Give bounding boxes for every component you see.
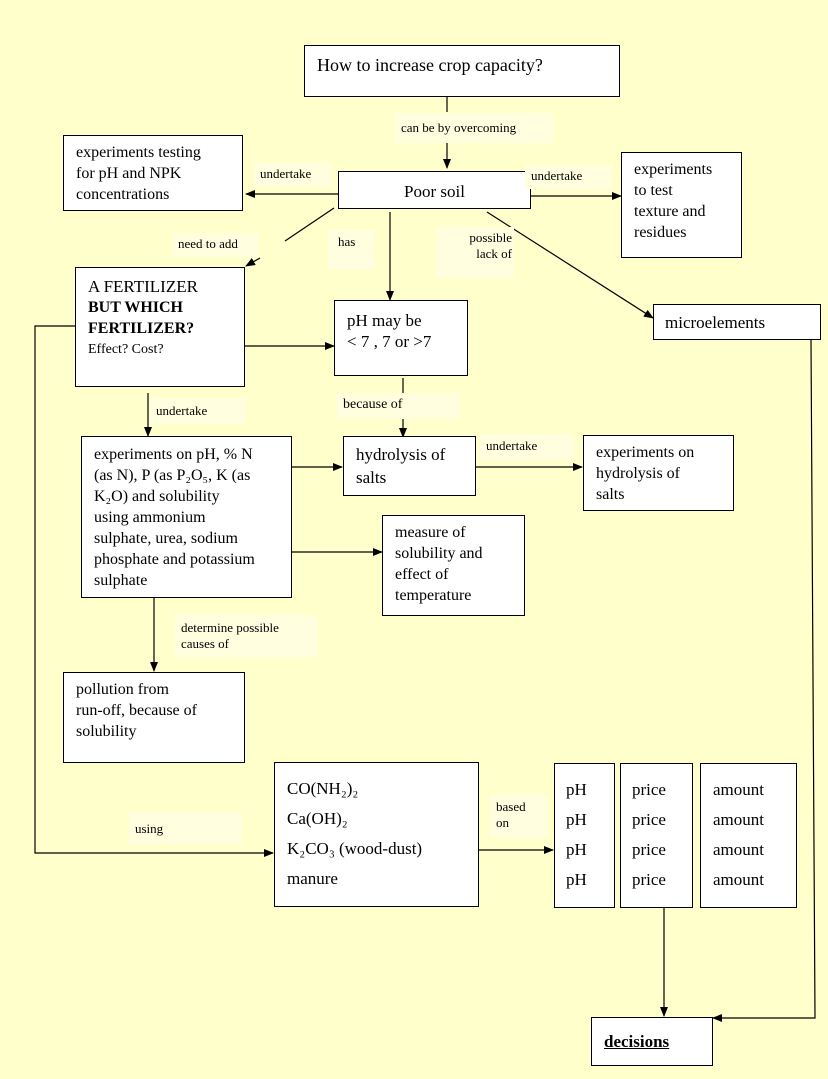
experiments-main-line: phosphate and potassium — [94, 551, 255, 568]
microelements-box: microelements — [653, 304, 821, 340]
question-box: How to increase crop capacity? — [304, 45, 620, 97]
experiments-main-box: experiments on pH, % N (as N), P (as P₂O… — [81, 436, 292, 598]
price-column-box: price price price price — [620, 763, 693, 908]
hydrolysis-line: salts — [356, 468, 387, 487]
price-cell: price — [632, 840, 666, 859]
pollution-box: pollution from run-off, because of solub… — [63, 672, 245, 763]
pollution-line: solubility — [76, 723, 137, 740]
measure-solubility-box: measure of solubility and effect of temp… — [382, 515, 525, 616]
exp-hydrolysis-line: salts — [596, 486, 625, 503]
label-need-to-add: need to add — [172, 233, 258, 257]
measure-solubility-line: solubility and — [395, 545, 483, 562]
label-undertake-fertilizer: undertake — [150, 398, 246, 424]
price-cell: price — [632, 870, 666, 889]
fertilizer-bold-line: BUT WHICH — [88, 299, 183, 316]
experiments-main-line: using ammonium — [94, 509, 206, 526]
experiments-main-line: K₂O) and solubility — [94, 488, 220, 505]
ph-cell: pH — [566, 870, 587, 889]
ph-may-be-box: pH may be < 7 , 7 or >7 — [334, 300, 468, 376]
measure-solubility-line: effect of — [395, 566, 449, 583]
label-possible-lack-of: possible lack of — [436, 227, 514, 277]
compound-line: manure — [287, 869, 338, 888]
label-has: has — [328, 230, 375, 270]
exp-ph-npk-line: for pH and NPK — [76, 165, 182, 182]
ph-may-be-line: < 7 , 7 or >7 — [347, 332, 432, 351]
question-text: How to increase crop capacity? — [317, 55, 543, 75]
exp-texture-line: residues — [634, 224, 687, 241]
exp-ph-npk-line: experiments testing — [76, 144, 201, 161]
ph-cell: pH — [566, 810, 587, 829]
label-text: undertake — [156, 403, 208, 418]
label-text: undertake — [531, 168, 583, 183]
amount-cell: amount — [713, 810, 764, 829]
fertilizer-bold-line: FERTILIZER? — [88, 320, 195, 337]
exp-hydrolysis-line: hydrolysis of — [596, 465, 680, 482]
experiments-main-line: experiments on pH, % N — [94, 446, 253, 463]
label-text: based — [496, 799, 526, 814]
poor-soil-text: Poor soil — [404, 182, 465, 201]
label-can-be-by-overcoming: can be by overcoming — [395, 113, 553, 143]
label-text: using — [135, 821, 164, 836]
compound-line: CO(NH₂)₂ — [287, 779, 359, 798]
label-text: lack of — [476, 246, 512, 261]
exp-texture-line: experiments — [634, 161, 713, 178]
experiments-main-line: sulphate — [94, 572, 148, 589]
label-because-of: because of — [337, 393, 460, 419]
exp-texture-box: experiments to test texture and residues — [621, 152, 742, 258]
label-text: undertake — [260, 166, 312, 181]
label-based-on: based on — [490, 795, 548, 837]
amount-cell: amount — [713, 840, 764, 859]
label-text: can be by overcoming — [401, 120, 517, 135]
label-undertake-hydrolysis: undertake — [480, 434, 574, 460]
poor-soil-box: Poor soil — [338, 171, 531, 209]
label-text: undertake — [486, 438, 538, 453]
decisions-box: decisions — [591, 1017, 713, 1066]
exp-texture-line: texture and — [634, 203, 706, 220]
label-text: possible — [469, 230, 512, 245]
label-text: determine possible — [181, 620, 279, 635]
amount-column-box: amount amount amount amount — [700, 763, 797, 908]
label-undertake-left: undertake — [254, 163, 332, 187]
label-determine-causes: determine possible causes of — [175, 615, 317, 657]
measure-solubility-line: measure of — [395, 524, 466, 541]
pollution-line: pollution from — [76, 681, 169, 698]
measure-solubility-line: temperature — [395, 587, 472, 604]
ph-may-be-line: pH may be — [347, 311, 422, 330]
label-text: because of — [343, 397, 403, 412]
label-text: has — [338, 234, 356, 249]
exp-ph-npk-line: concentrations — [76, 186, 170, 203]
compound-line: K₂CO₃ (wood-dust) — [287, 839, 423, 858]
label-text: need to add — [178, 236, 238, 251]
amount-cell: amount — [713, 870, 764, 889]
compounds-box: CO(NH₂)₂ Ca(OH)₂ K₂CO₃ (wood-dust) manur… — [274, 762, 479, 907]
ph-cell: pH — [566, 840, 587, 859]
exp-hydrolysis-box: experiments on hydrolysis of salts — [583, 435, 734, 511]
exp-ph-npk-box: experiments testing for pH and NPK conce… — [63, 135, 243, 211]
price-cell: price — [632, 780, 666, 799]
hydrolysis-line: hydrolysis of — [356, 445, 446, 464]
price-cell: price — [632, 810, 666, 829]
fertilizer-box: A FERTILIZER BUT WHICH FERTILIZER? Effec… — [75, 267, 245, 387]
exp-texture-line: to test — [634, 182, 673, 199]
microelements-text: microelements — [665, 313, 766, 332]
compound-line: Ca(OH)₂ — [287, 809, 348, 828]
label-using: using — [129, 812, 242, 844]
pollution-line: run-off, because of — [76, 702, 197, 719]
ph-cell: pH — [566, 780, 587, 799]
experiments-main-line: sulphate, urea, sodium — [94, 530, 238, 547]
decisions-text: decisions — [604, 1032, 670, 1051]
amount-cell: amount — [713, 780, 764, 799]
ph-column-box: pH pH pH pH — [554, 763, 615, 908]
exp-hydrolysis-line: experiments on — [596, 444, 695, 461]
label-text: on — [496, 815, 509, 830]
label-text: causes of — [181, 636, 230, 651]
label-undertake-right: undertake — [525, 165, 611, 189]
hydrolysis-box: hydrolysis of salts — [343, 436, 476, 496]
fertilizer-title: A FERTILIZER — [88, 277, 198, 296]
experiments-main-line: (as N), P (as P₂O₅, K (as — [94, 467, 251, 484]
fertilizer-effect-cost: Effect? Cost? — [88, 342, 164, 357]
